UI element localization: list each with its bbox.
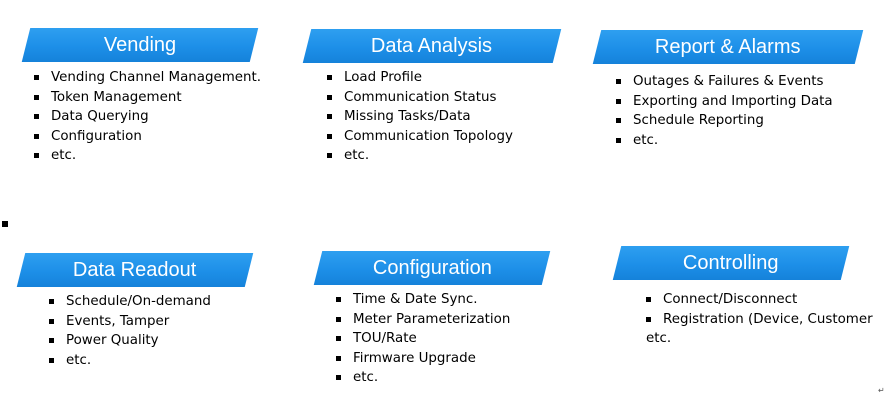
data-readout-banner: Data Readout bbox=[16, 253, 254, 287]
list-item: Communication Status bbox=[327, 88, 513, 108]
list-item: etc. bbox=[336, 368, 510, 388]
report-alarms-banner: Report & Alarms bbox=[592, 30, 864, 64]
data-analysis-title: Data Analysis bbox=[371, 34, 493, 57]
configuration-banner: Configuration bbox=[313, 251, 551, 285]
list-item: Configuration bbox=[34, 127, 261, 147]
list-item: TOU/Rate bbox=[336, 329, 510, 349]
list-item: Power Quality bbox=[49, 331, 211, 351]
stray-bullet bbox=[2, 221, 8, 227]
list-item: Exporting and Importing Data bbox=[616, 92, 833, 112]
list-item: Schedule Reporting bbox=[616, 111, 833, 131]
controlling-banner: Controlling bbox=[612, 246, 850, 280]
data-analysis-list: Load Profile Communication Status Missin… bbox=[327, 68, 513, 166]
list-item: etc. bbox=[616, 131, 833, 151]
controlling-list: Connect/Disconnect Registration (Device,… bbox=[646, 290, 873, 349]
paragraph-mark: ↵ bbox=[878, 386, 885, 395]
vending-list: Vending Channel Management. Token Manage… bbox=[34, 68, 261, 166]
list-item: Token Management bbox=[34, 88, 261, 108]
vending-banner: Vending bbox=[21, 28, 259, 62]
data-readout-title: Data Readout bbox=[73, 258, 197, 281]
vending-title: Vending bbox=[103, 33, 177, 56]
list-item: Connect/Disconnect bbox=[646, 290, 873, 310]
data-readout-list: Schedule/On-demand Events, Tamper Power … bbox=[49, 292, 211, 370]
list-item: Outages & Failures & Events bbox=[616, 72, 833, 92]
list-item: Schedule/On-demand bbox=[49, 292, 211, 312]
controlling-title: Controlling bbox=[683, 251, 779, 274]
list-item: Registration (Device, Customer bbox=[646, 310, 873, 330]
list-item: Meter Parameterization bbox=[336, 310, 510, 330]
data-analysis-banner: Data Analysis bbox=[302, 29, 562, 63]
report-alarms-list: Outages & Failures & Events Exporting an… bbox=[616, 72, 833, 150]
list-item: Communication Topology bbox=[327, 127, 513, 147]
list-item: Missing Tasks/Data bbox=[327, 107, 513, 127]
list-item: etc. bbox=[34, 146, 261, 166]
list-item: Load Profile bbox=[327, 68, 513, 88]
list-item: Data Querying bbox=[34, 107, 261, 127]
list-item: etc. bbox=[327, 146, 513, 166]
list-item: Firmware Upgrade bbox=[336, 349, 510, 369]
list-item: etc. bbox=[49, 351, 211, 371]
configuration-title: Configuration bbox=[372, 256, 492, 279]
configuration-list: Time & Date Sync. Meter Parameterization… bbox=[336, 290, 510, 388]
list-item: Time & Date Sync. bbox=[336, 290, 510, 310]
report-alarms-title: Report & Alarms bbox=[655, 35, 801, 58]
list-item: etc. bbox=[646, 331, 672, 346]
list-item: Events, Tamper bbox=[49, 312, 211, 332]
list-item: Vending Channel Management. bbox=[34, 68, 261, 88]
